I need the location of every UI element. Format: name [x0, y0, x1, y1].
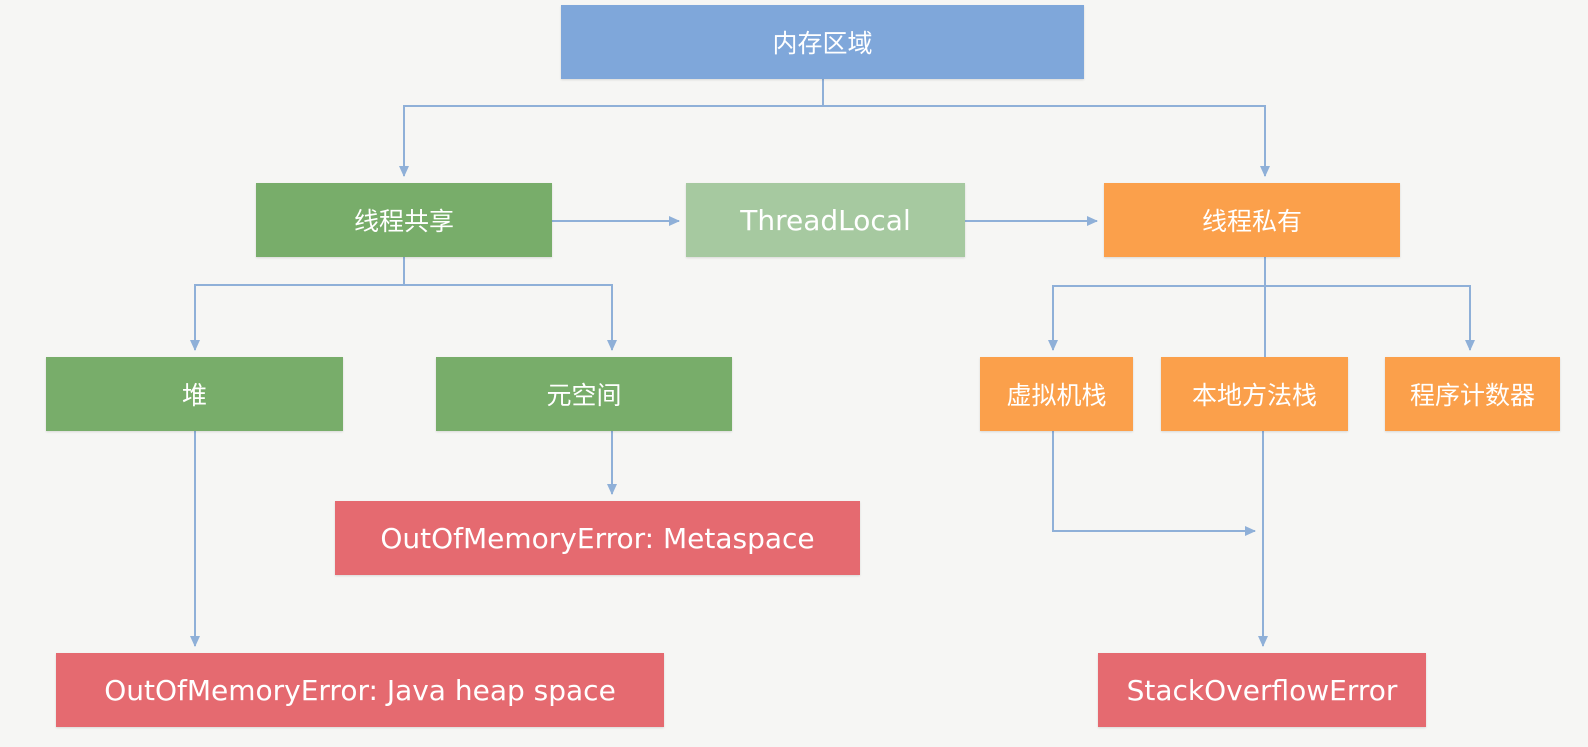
- connector-root-to-private: [823, 105, 1270, 177]
- node-heap: 堆: [46, 357, 343, 431]
- node-heap-label: 堆: [181, 381, 207, 410]
- node-thread-shared: 线程共享: [256, 183, 552, 257]
- node-stack-overflow: StackOverflowError: [1098, 653, 1426, 727]
- node-program-counter: 程序计数器: [1385, 357, 1560, 431]
- node-threadlocal-label: ThreadLocal: [740, 203, 911, 237]
- node-thread-private-label: 线程私有: [1201, 207, 1302, 236]
- node-oom-heap: OutOfMemoryError: Java heap space: [56, 653, 664, 727]
- node-vm-stack-label: 虚拟机栈: [1006, 381, 1107, 410]
- node-memory-area-label: 内存区域: [772, 29, 873, 58]
- node-thread-shared-label: 线程共享: [353, 207, 454, 236]
- connector-root-to-shared: [399, 79, 824, 177]
- connector-shared-to-heap: [190, 257, 405, 351]
- connector-private-to-pc: [1265, 285, 1475, 351]
- node-metaspace: 元空间: [436, 357, 732, 431]
- node-native-method-stack-label: 本地方法栈: [1191, 381, 1317, 410]
- connector-shared-to-metaspace: [404, 284, 617, 351]
- node-oom-heap-label: OutOfMemoryError: Java heap space: [104, 673, 616, 707]
- node-oom-metaspace-label: OutOfMemoryError: Metaspace: [380, 521, 815, 555]
- node-oom-metaspace: OutOfMemoryError: Metaspace: [335, 501, 860, 575]
- node-thread-private: 线程私有: [1104, 183, 1400, 257]
- connector-private-to-vmstack: [1048, 285, 1265, 351]
- node-memory-area: 内存区域: [561, 5, 1084, 79]
- node-native-method-stack: 本地方法栈: [1161, 357, 1348, 431]
- connector-vmstack-to-join: [1052, 431, 1256, 536]
- node-metaspace-label: 元空间: [546, 381, 622, 410]
- node-program-counter-label: 程序计数器: [1409, 381, 1535, 410]
- node-vm-stack: 虚拟机栈: [980, 357, 1133, 431]
- node-threadlocal: ThreadLocal: [686, 183, 965, 257]
- node-stack-overflow-label: StackOverflowError: [1126, 673, 1398, 707]
